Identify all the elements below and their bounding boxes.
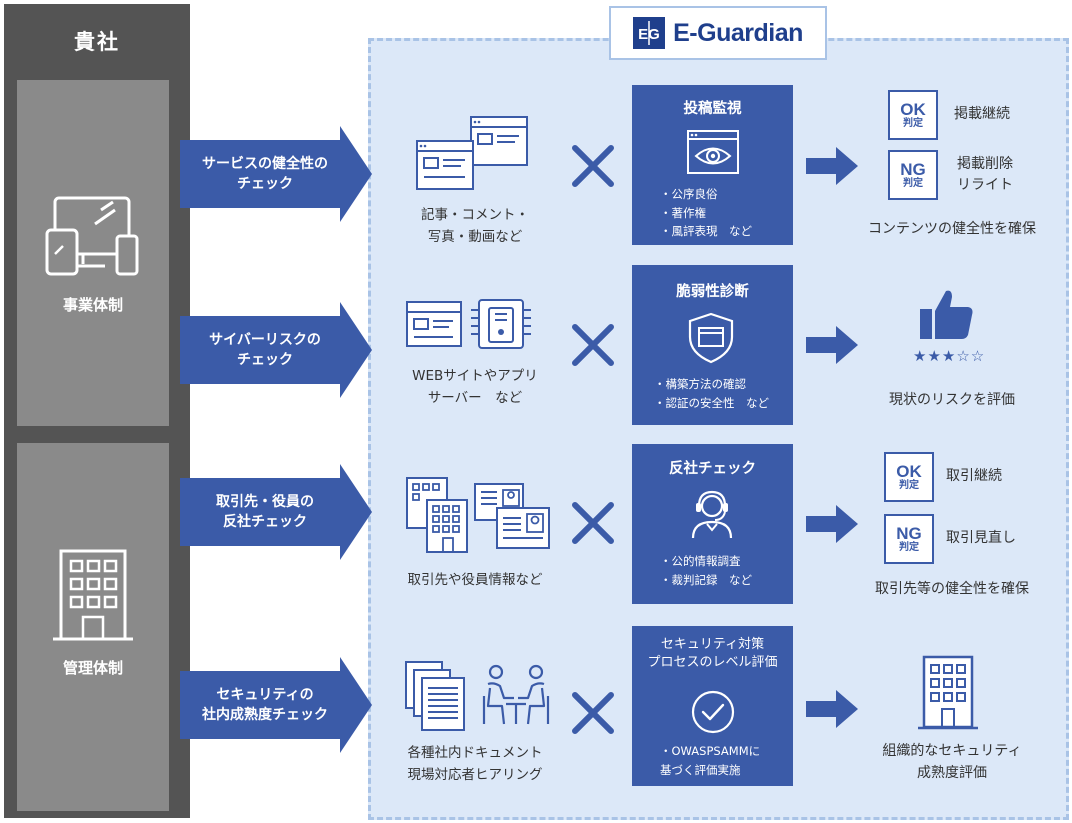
- ng-judgement-badge: NG 判定: [888, 150, 938, 200]
- service-item: ・公序良俗: [660, 187, 718, 201]
- check-label-line: 反社チェック: [223, 514, 307, 530]
- brand-name: E-Guardian: [673, 18, 803, 47]
- companies-profiles-icon: [406, 477, 550, 553]
- check-arrow-security: セキュリティの 社内成熟度チェック: [180, 657, 372, 753]
- target-line: WEBサイトやアプリ: [412, 368, 538, 384]
- target-systems: WEBサイトやアプリ サーバー など: [380, 366, 570, 409]
- badge-sub-text: 判定: [899, 541, 919, 553]
- result-caption: コンテンツの健全性を確保: [846, 219, 1058, 241]
- eg-logo-icon: EG: [633, 17, 666, 49]
- eguardian-logo: EG E-Guardian: [609, 6, 827, 60]
- client-title: 貴社: [74, 30, 120, 54]
- service-item: ・著作権: [660, 205, 706, 220]
- target-partners: 取引先や役員情報など: [380, 570, 570, 592]
- service-title: 反社チェック: [669, 461, 756, 477]
- result-ng-text: 掲載削除 リライト: [950, 154, 1020, 196]
- management-structure-box: 管理体制: [17, 443, 169, 811]
- badge-sub-text: 判定: [903, 117, 923, 129]
- result-arrow-icon: [806, 326, 858, 364]
- service-process-evaluation: セキュリティ対策 プロセスのレベル評価 ・OWASPSAMMに 基づく評価実施: [632, 626, 793, 786]
- cross-icon: [572, 324, 614, 366]
- check-label-line: 社内成熟度チェック: [202, 707, 328, 723]
- result-caption-line: 組織的なセキュリティ: [882, 743, 1022, 759]
- check-arrow-cyber: サイバーリスクの チェック: [180, 302, 372, 398]
- result-caption-line: 成熟度評価: [917, 764, 987, 781]
- badge-main-text: NG: [896, 523, 922, 543]
- badge-main-text: OK: [896, 461, 922, 481]
- result-ng-line: リライト: [957, 177, 1013, 193]
- service-item: ・裁判記録 など: [660, 572, 752, 587]
- result-ng-line: 掲載削除: [957, 156, 1013, 172]
- management-structure-label: 管理体制: [62, 659, 123, 677]
- service-vulnerability-assessment: 脆弱性診断 ・構築方法の確認 ・認証の安全性 など: [632, 265, 793, 425]
- result-arrow-icon: [806, 690, 858, 728]
- thumbs-up-icon: [920, 290, 973, 339]
- business-structure-label: 事業体制: [62, 296, 123, 314]
- service-item: ・風評表現 など: [660, 224, 752, 239]
- check-arrow-antisocial: 取引先・役員の 反社チェック: [180, 464, 372, 560]
- check-label-line: チェック: [237, 352, 293, 368]
- result-arrow-icon: [806, 147, 858, 185]
- badge-sub-text: 判定: [899, 479, 919, 491]
- check-label-line: 取引先・役員の: [216, 493, 314, 510]
- check-arrow-service: サービスの健全性の チェック: [180, 126, 372, 222]
- result-caption: 取引先等の健全性を確保: [846, 579, 1058, 601]
- target-line: 写真・動画など: [427, 228, 523, 245]
- service-item: ・構築方法の確認: [654, 377, 746, 391]
- target-line: 取引先や役員情報など: [407, 572, 543, 588]
- web-pages-icon: [416, 116, 528, 190]
- result-caption: 現状のリスクを評価: [846, 390, 1058, 412]
- service-item: ・認証の安全性 など: [654, 395, 769, 410]
- shield-icon: [688, 312, 734, 364]
- result-ok-text: 取引継続: [946, 468, 1002, 484]
- target-internal: 各種社内ドキュメント 現場対応者ヒアリング: [380, 743, 570, 786]
- service-title: 投稿監視: [683, 101, 742, 117]
- badge-main-text: NG: [900, 159, 926, 179]
- ok-judgement-badge: OK 判定: [888, 90, 938, 140]
- service-item: ・OWASPSAMMに: [660, 744, 761, 758]
- organization-building-icon: [918, 655, 978, 730]
- cross-icon: [572, 502, 614, 544]
- service-title: 脆弱性診断: [676, 284, 749, 300]
- ok-judgement-badge: OK 判定: [884, 452, 934, 502]
- documents-hearing-icon: [405, 661, 550, 731]
- badge-main-text: OK: [900, 99, 926, 119]
- target-line: サーバー など: [427, 389, 523, 406]
- service-title-line: セキュリティ対策: [660, 637, 765, 652]
- cross-icon: [572, 692, 614, 734]
- ng-judgement-badge: NG 判定: [884, 514, 934, 564]
- devices-icon: [45, 196, 139, 276]
- service-item: ・公的情報調査: [660, 554, 741, 568]
- risk-rating-stars: ★★★☆☆: [913, 347, 986, 365]
- website-server-icon: [406, 299, 531, 349]
- office-building-icon: [53, 549, 133, 641]
- monitor-eye-icon: [687, 130, 739, 174]
- check-label-line: セキュリティの: [216, 686, 314, 703]
- badge-sub-text: 判定: [903, 177, 923, 189]
- operator-headset-icon: [691, 490, 733, 539]
- target-line: 現場対応者ヒアリング: [407, 766, 543, 783]
- service-title-line: プロセスのレベル評価: [647, 654, 778, 670]
- check-label-line: サービスの健全性の: [202, 155, 328, 172]
- result-ng-text: 取引見直し: [946, 530, 1016, 546]
- result-caption-line: コンテンツの健全性を確保: [868, 221, 1036, 237]
- service-post-monitoring: 投稿監視 ・公序良俗 ・著作権 ・風評表現 など: [632, 85, 793, 245]
- service-antisocial-check: 反社チェック ・公的情報調査 ・裁判記録 など: [632, 444, 793, 604]
- business-structure-box: 事業体制: [17, 80, 169, 426]
- cross-icon: [572, 145, 614, 187]
- target-line: 各種社内ドキュメント: [407, 745, 543, 761]
- result-caption-line: 現状のリスクを評価: [889, 392, 1015, 408]
- target-line: 記事・コメント・: [421, 207, 529, 223]
- result-arrow-icon: [806, 505, 858, 543]
- check-label-line: チェック: [237, 176, 293, 192]
- service-item: 基づく評価実施: [660, 762, 741, 777]
- target-content: 記事・コメント・ 写真・動画など: [380, 205, 570, 248]
- result-ok-text: 掲載継続: [954, 106, 1010, 122]
- result-caption-line: 取引先等の健全性を確保: [875, 581, 1029, 597]
- result-caption: 組織的なセキュリティ 成熟度評価: [846, 741, 1058, 784]
- check-label-line: サイバーリスクの: [209, 331, 321, 348]
- check-circle-icon: [691, 690, 735, 734]
